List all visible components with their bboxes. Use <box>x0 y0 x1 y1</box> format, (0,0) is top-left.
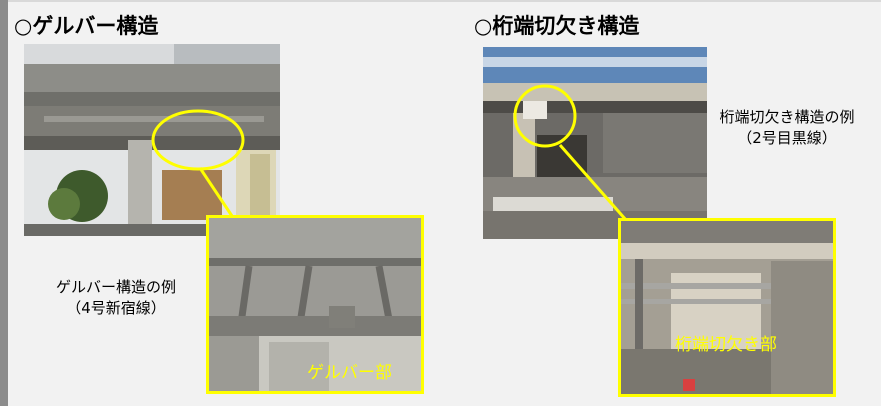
notched-end-part-label: 桁端切欠き部 <box>675 335 777 355</box>
left-border-bar <box>0 0 8 406</box>
gerber-detail-inset: ゲルバー部 <box>206 215 424 394</box>
top-divider <box>0 0 881 2</box>
notched-end-heading-text: 桁端切欠き構造 <box>492 14 640 38</box>
notched-end-caption-line1: 桁端切欠き構造の例 <box>719 108 855 126</box>
gerber-heading-text: ゲルバー構造 <box>32 14 159 38</box>
notched-end-caption: 桁端切欠き構造の例 （2号目黒線） <box>702 107 872 149</box>
circle-bullet-icon: ○ <box>14 14 33 38</box>
gerber-part-label: ゲルバー部 <box>307 363 392 383</box>
circle-bullet-icon: ○ <box>474 14 493 38</box>
notched-end-detail-inset: 桁端切欠き部 <box>618 218 836 397</box>
gerber-caption-line2: （4号新宿線） <box>66 299 166 317</box>
notched-end-caption-line2: （2号目黒線） <box>737 129 837 147</box>
gerber-heading: ○ゲルバー構造 <box>14 10 158 40</box>
notched-end-heading: ○桁端切欠き構造 <box>474 10 639 40</box>
notched-end-bridge-photo <box>483 47 707 239</box>
gerber-bridge-photo <box>24 44 280 236</box>
gerber-caption: ゲルバー構造の例 （4号新宿線） <box>24 277 208 319</box>
gerber-caption-line1: ゲルバー構造の例 <box>55 278 176 296</box>
